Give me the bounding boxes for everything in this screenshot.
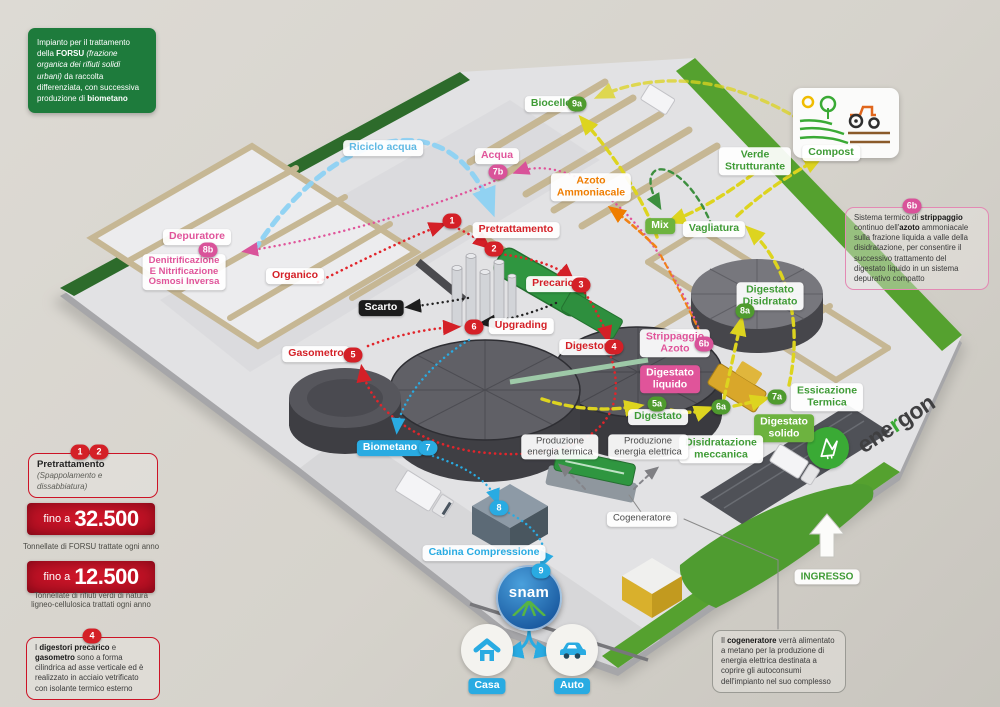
digestori-note-text-1: I [35, 643, 40, 652]
step-badge-5: 5 [343, 347, 363, 363]
label-verde-strutturante: Verde Strutturante [718, 147, 792, 175]
note-badge-6b: 6b [902, 198, 922, 214]
note-badge-4: 4 [82, 628, 102, 644]
note-badge-2: 2 [89, 444, 109, 460]
stat-forsu: fino a 32.500 [27, 503, 155, 535]
stat-verde-caption: Tonnellate di rifiuti verdi di natura li… [31, 591, 151, 609]
digestori-note: I digestori precarico e gasometro sono a… [26, 637, 160, 700]
label-gasometro: Gasometro [282, 346, 350, 362]
label-scarto: Scarto [358, 300, 404, 316]
label-essicazione-termica: Essicazione Termica [790, 383, 864, 411]
digestori-note-bold-2: gasometro [35, 653, 75, 663]
stat-forsu-prefix: fino a [43, 513, 71, 525]
label-cabina-compressione: Cabina Compressione [422, 545, 546, 561]
label-disidratazione-meccanica: Disidratazione meccanica [679, 435, 763, 463]
step-badge-5a: 5a [647, 396, 667, 412]
strippaggio-note-text-1: Sistema termico di [854, 213, 921, 222]
label-produzione-elettrica: Produzione energia elettrica [608, 434, 688, 460]
step-badge-7a: 7a [767, 389, 787, 405]
intro-text-1: Impianto per il trattamento della [37, 38, 130, 59]
snam-logo-text: snam [508, 584, 550, 601]
cogeneratore-note: Il cogeneratore verrà alimentato a metan… [712, 630, 846, 693]
strippaggio-note-bold-1: strippaggio [920, 213, 963, 222]
label-digestato-solido: Digestato solido [754, 414, 814, 442]
step-badge-9a: 9a [567, 96, 587, 112]
label-riciclo-acqua: Riciclo acqua [343, 140, 423, 156]
label-compost: Compost [802, 145, 860, 161]
step-badge-3: 3 [571, 277, 591, 293]
pretrattamento-note: Pretrattamento (Spappolamento e dissabbi… [28, 453, 158, 499]
step-badge-6a: 6a [711, 399, 731, 415]
step-badge-4: 4 [604, 339, 624, 355]
step-badge-7: 7 [418, 440, 438, 456]
label-cogeneratore: Cogeneratore [606, 511, 678, 527]
pretrattamento-note-title: Pretrattamento [37, 459, 105, 470]
field-rows-icon [799, 119, 890, 145]
snam-logo: snam [496, 565, 562, 631]
energon-bird-icon [803, 423, 853, 473]
step-badge-1: 1 [442, 213, 462, 229]
digestori-note-text-3: sono a forma cilindrica ad asse vertical… [35, 653, 144, 693]
label-biocelle: Biocelle [524, 96, 578, 112]
step-badge-8a: 8a [735, 303, 755, 319]
strippaggio-note-bold-2: azoto [899, 223, 920, 233]
digestori-note-bold-1: digestori precarico [39, 643, 110, 652]
stat-verde: fino a 12.500 [27, 561, 155, 593]
intro-box: Impianto per il trattamento della FORSU … [28, 28, 156, 114]
label-produzione-termica: Produzione energia termica [521, 434, 599, 460]
step-badge-8b: 8b [198, 242, 218, 258]
intro-italic: (frazione organica dei rifiuti solidi ur… [37, 49, 121, 81]
label-azoto-ammoniacale: Azoto Ammoniacale [550, 173, 632, 201]
car-icon [560, 642, 586, 659]
tractor-icon [848, 105, 880, 129]
stat-verde-value: 12.500 [74, 564, 139, 589]
casa-circle [461, 624, 513, 676]
sun-icon [801, 95, 815, 109]
label-auto: Auto [554, 678, 590, 694]
cogeneratore-note-text-2: verrà alimentato a metano per la produzi… [721, 636, 835, 686]
cogeneratore-note-text-1: Il [721, 636, 728, 645]
cogeneratore-note-bold: cogeneratore [727, 636, 777, 645]
strippaggio-note-text-2: continuo dell' [854, 223, 900, 233]
strippaggio-note: Sistema termico di strippaggio continuo … [845, 207, 989, 290]
label-ingresso: INGRESSO [794, 569, 860, 585]
tree-icon [819, 95, 837, 119]
strippaggio-note-text-3: ammoniacale sulla frazione liquida a val… [854, 223, 969, 283]
label-pretrattamento: Pretrattamento [472, 222, 560, 238]
digestori-note-text-2: e [109, 643, 117, 652]
house-icon [473, 638, 501, 661]
label-vagliatura: Vagliatura [682, 221, 746, 237]
auto-circle [546, 624, 598, 676]
step-badge-2: 2 [484, 241, 504, 257]
label-biometano: Biometano [356, 440, 424, 456]
label-organico: Organico [265, 268, 325, 284]
step-badge-6b: 6b [694, 336, 714, 352]
compost-icon [799, 95, 890, 145]
step-badge-9: 9 [531, 563, 551, 579]
stat-forsu-caption: Tonnellate di FORSU trattate ogni anno [22, 542, 160, 551]
label-upgrading: Upgrading [488, 318, 554, 334]
label-denitrificazione: Denitrificazione E Nitrificazione Osmosi… [142, 254, 226, 290]
snam-field-icon [512, 601, 546, 616]
note-badge-1: 1 [70, 444, 90, 460]
step-badge-6: 6 [464, 319, 484, 335]
stat-verde-prefix: fino a [43, 571, 71, 583]
stat-forsu-value: 32.500 [74, 506, 139, 531]
label-depuratore: Depuratore [162, 229, 232, 245]
ingresso-arrow-icon [808, 513, 846, 558]
pretrattamento-note-subtitle: (Spappolamento e dissabbiatura) [37, 471, 103, 491]
intro-text-2: da raccolta differenziata, con successiv… [37, 71, 140, 103]
label-mix: Mix [645, 218, 675, 234]
step-badge-7b: 7b [488, 164, 508, 180]
intro-bold-forsu: FORSU [56, 49, 85, 59]
intro-bold-biometano: biometano [87, 93, 128, 103]
label-digestato-liquido: Digestato liquido [640, 365, 700, 393]
label-casa: Casa [468, 678, 506, 694]
label-acqua: Acqua [474, 148, 520, 164]
flow-arrows [241, 79, 824, 659]
step-badge-8: 8 [489, 500, 509, 516]
